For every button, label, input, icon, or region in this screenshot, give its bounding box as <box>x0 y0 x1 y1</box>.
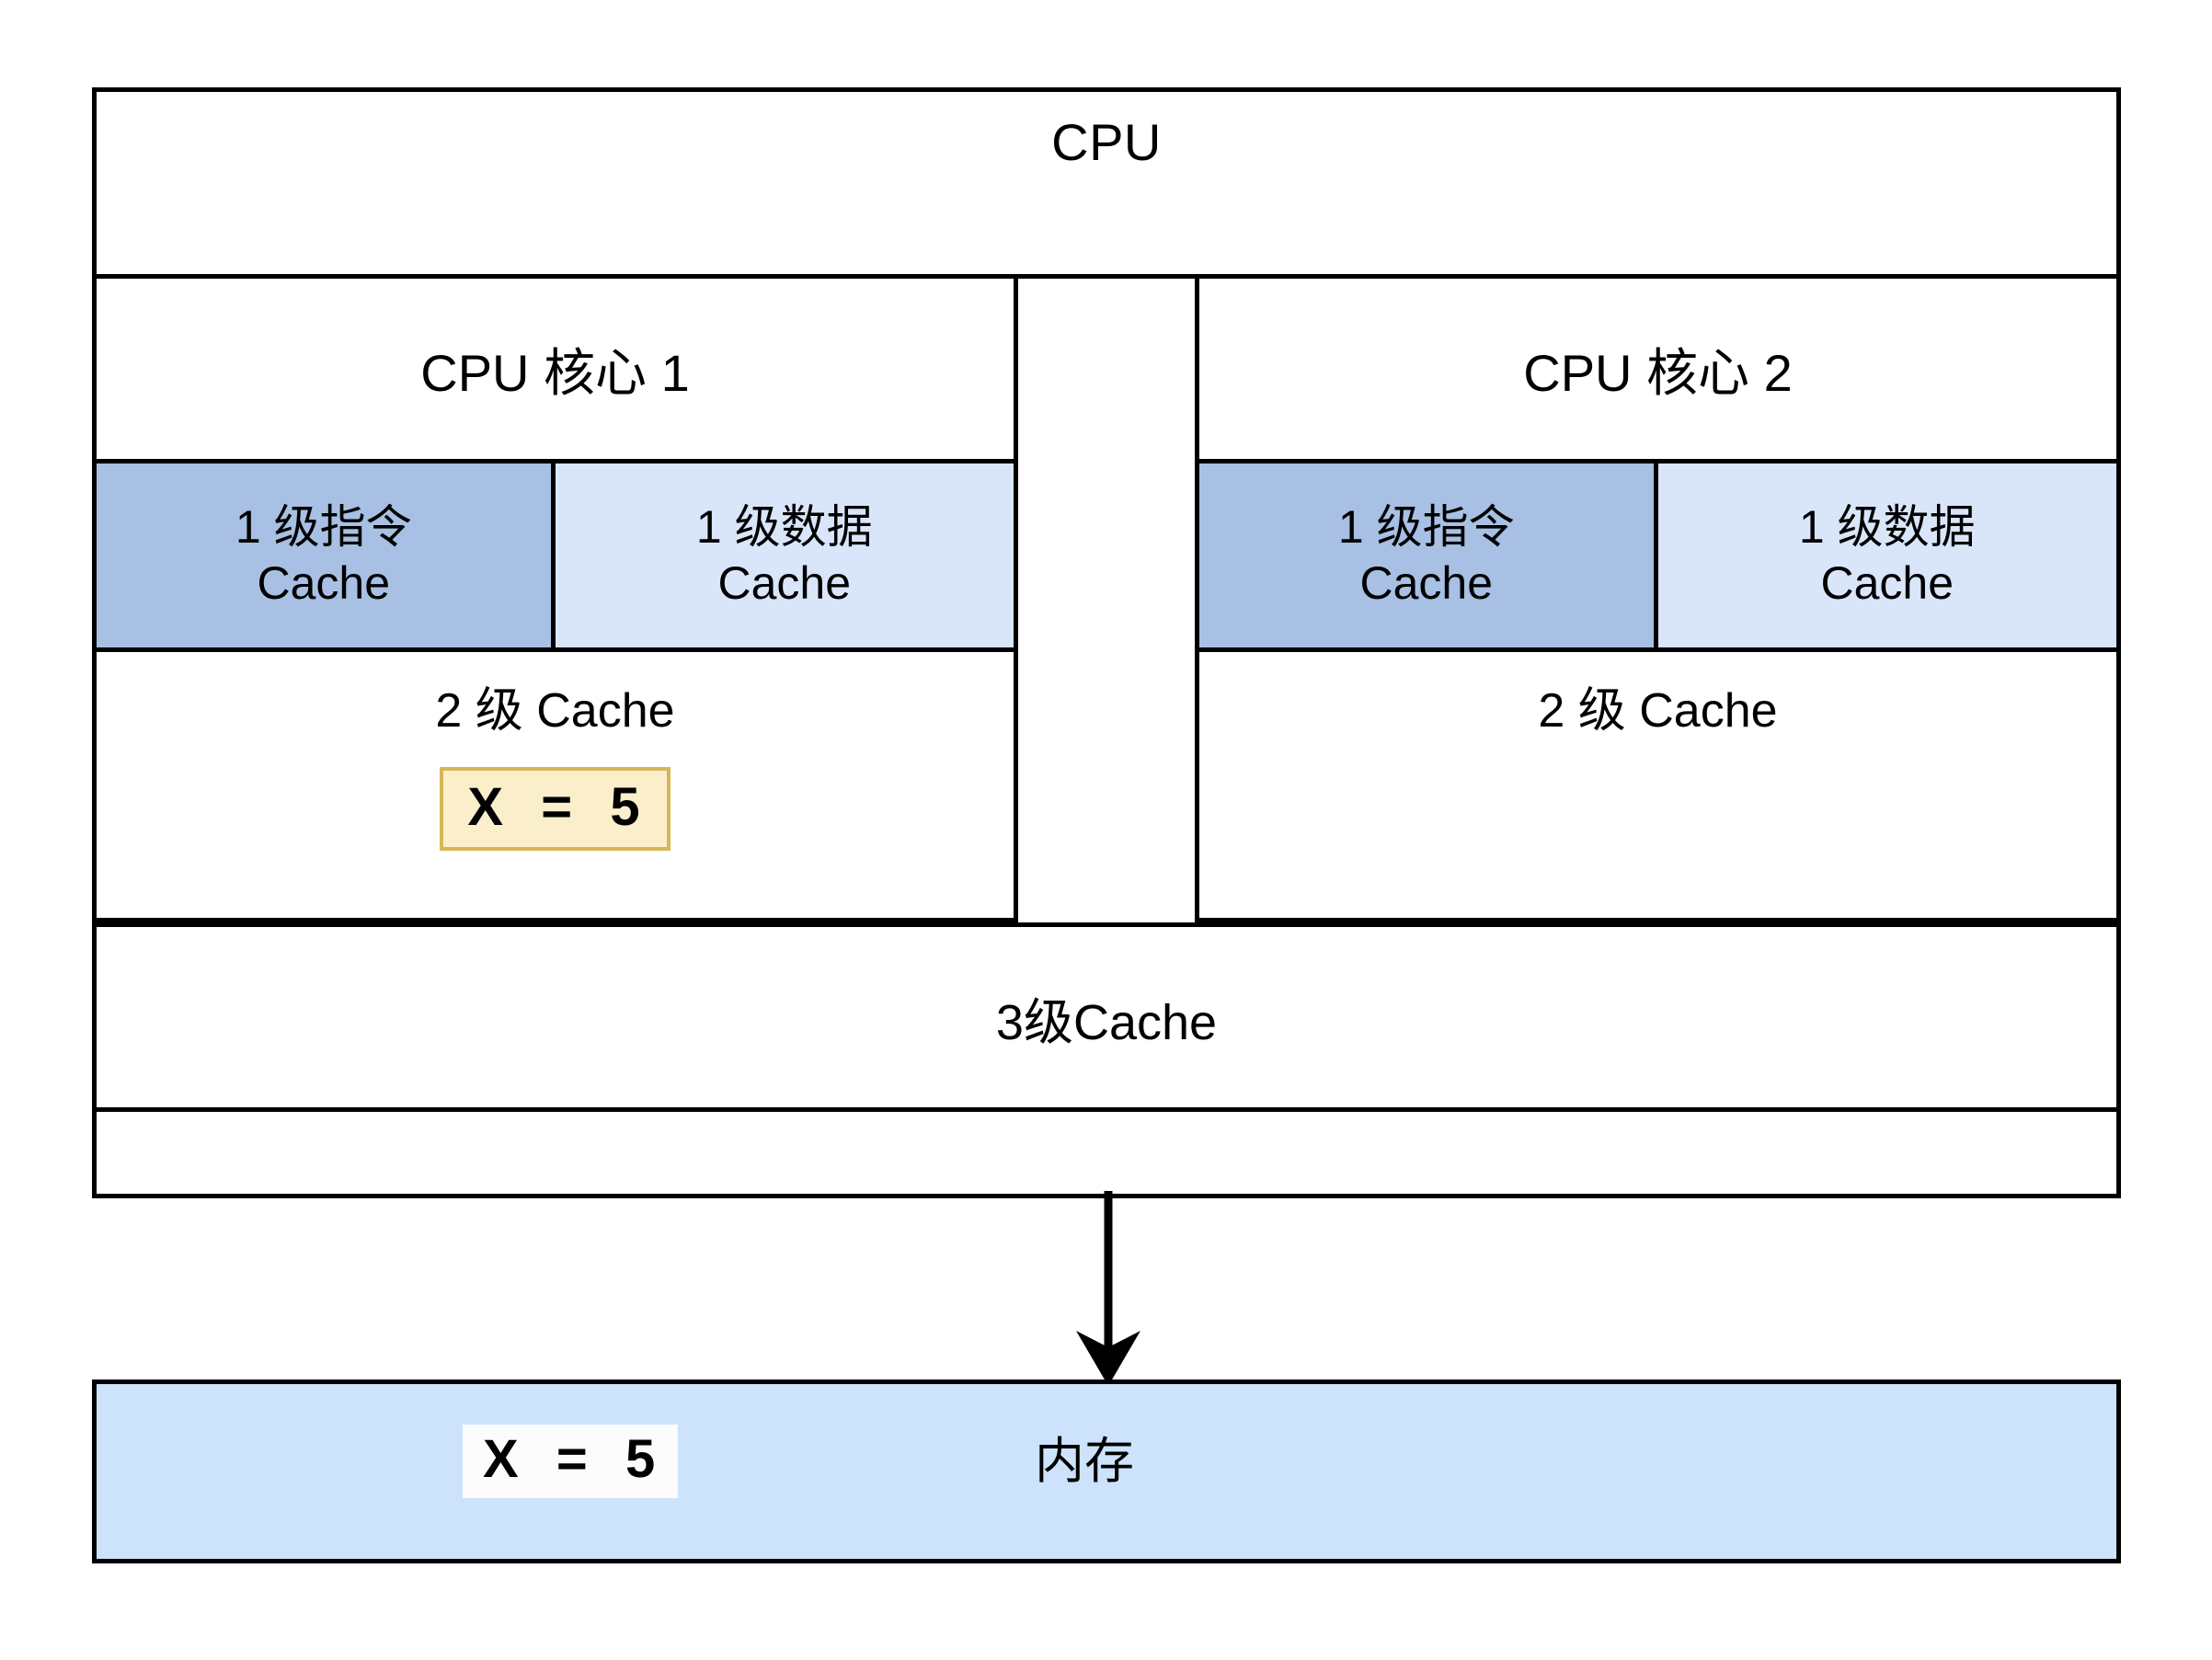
cpu-title-label: CPU <box>1051 113 1162 171</box>
cpu-cores-row: CPU 核心 1 1 级指令 Cache 1 级数据 Cache 2 级 Cac… <box>92 279 2121 922</box>
cpu-core-1-box: CPU 核心 1 1 级指令 Cache 1 级数据 Cache 2 级 Cac… <box>92 279 1018 922</box>
core-1-l1i-line1: 1 级指令 <box>235 501 412 553</box>
memory-label: 内存 <box>1035 1434 1134 1489</box>
core-2-l1i-line1: 1 级指令 <box>1337 501 1515 553</box>
cpu-title-band: CPU <box>97 92 2116 279</box>
core-2-l1d-line1: 1 级数据 <box>1798 501 1976 553</box>
core-2-l1i-line2: Cache <box>1359 557 1494 609</box>
cpu-package-box: CPU CPU 核心 1 1 级指令 Cache 1 级数据 Cache <box>92 87 2121 1198</box>
core-1-cached-value-chip: X = 5 <box>440 767 670 852</box>
core-2-l2-label: 2 级 Cache <box>1538 684 1778 738</box>
l3-cache-label: 3级Cache <box>995 994 1218 1050</box>
cpu-core-2-title-label: CPU 核心 2 <box>1523 343 1793 402</box>
cpu-core-2-box: CPU 核心 2 1 级指令 Cache 1 级数据 Cache 2 级 Cac… <box>1195 279 2121 922</box>
cpu-to-memory-arrow-icon <box>1076 1191 1140 1386</box>
cpu-core-1-title-label: CPU 核心 1 <box>420 343 690 402</box>
cpu-bus-band <box>97 1112 2116 1194</box>
core-1-l1-instruction-cache: 1 级指令 Cache <box>97 464 556 647</box>
l3-cache-band: 3级Cache <box>97 922 2116 1112</box>
core-2-l1-row: 1 级指令 Cache 1 级数据 Cache <box>1199 459 2116 652</box>
core-2-l1d-line2: Cache <box>1820 557 1954 609</box>
main-memory-box: X = 5 内存 <box>92 1380 2121 1563</box>
core-1-l1d-line2: Cache <box>717 557 852 609</box>
cpu-core-2-title: CPU 核心 2 <box>1199 279 2116 459</box>
core-2-l1-instruction-cache: 1 级指令 Cache <box>1199 464 1658 647</box>
core-2-l1-data-cache: 1 级数据 Cache <box>1657 464 2116 647</box>
core-1-l2-cache: 2 级 Cache X = 5 <box>97 652 1014 918</box>
core-1-l1i-line2: Cache <box>257 557 391 609</box>
core-1-l1-row: 1 级指令 Cache 1 级数据 Cache <box>97 459 1014 652</box>
core-1-l1d-line1: 1 级数据 <box>695 501 873 553</box>
core-2-l2-cache: 2 级 Cache <box>1199 652 2116 918</box>
cpu-core-1-title: CPU 核心 1 <box>97 279 1014 459</box>
memory-value-chip: X = 5 <box>463 1425 679 1499</box>
core-1-l2-label: 2 级 Cache <box>435 684 675 738</box>
core-1-l1-data-cache: 1 级数据 Cache <box>555 464 1014 647</box>
